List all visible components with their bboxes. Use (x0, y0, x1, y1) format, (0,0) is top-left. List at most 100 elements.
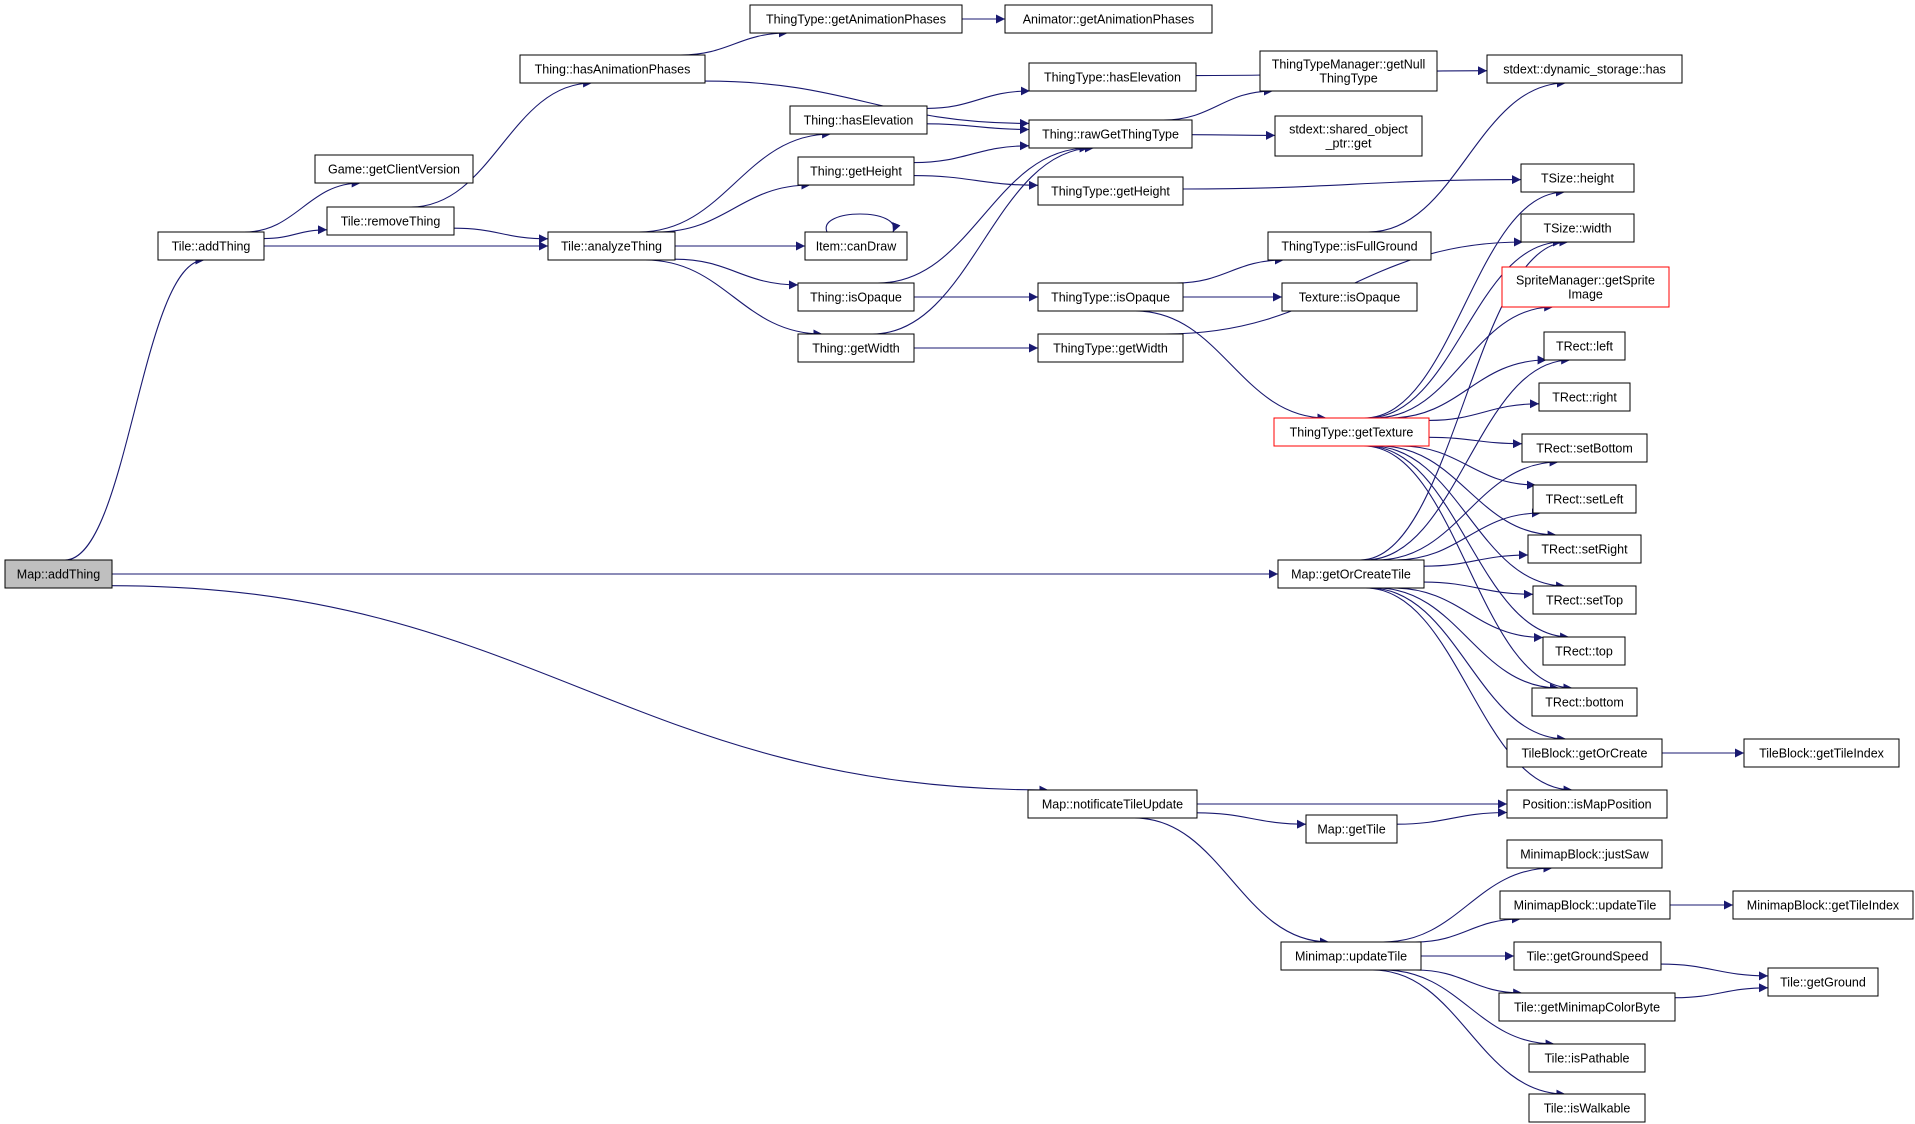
node-tile-iswalkable[interactable]: Tile::isWalkable (1528, 1093, 1646, 1123)
node-tile-getgroundspeed[interactable]: Tile::getGroundSpeed (1513, 941, 1662, 971)
node-box (1281, 282, 1418, 312)
node-trect-settop[interactable]: TRect::setTop (1532, 585, 1637, 615)
node-thingtype-isfullground[interactable]: ThingType::isFullGround (1267, 231, 1432, 261)
node-box (1532, 484, 1637, 514)
edge-thingtype-gettexture-to-trect-setleft (1400, 445, 1536, 490)
node-label: Item::canDraw (816, 240, 898, 254)
node-map-getorcreatetile[interactable]: Map::getOrCreateTile (1277, 559, 1425, 589)
node-box (4, 559, 113, 589)
node-thingtype-gettexture[interactable]: ThingType::getTexture (1273, 417, 1430, 447)
edge-tile-getminimapcolorbyte-to-tile-getground (1674, 983, 1769, 999)
node-thingtype-getwidth[interactable]: ThingType::getWidth (1037, 333, 1184, 363)
node-box (1004, 4, 1213, 34)
node-label: Tile::getGround (1780, 976, 1866, 990)
node-shared-object-ptr-get[interactable]: stdext::shared_object_ptr::get (1274, 115, 1423, 157)
node-trect-bottom[interactable]: TRect::bottom (1531, 687, 1638, 717)
edge-minimap-updatetile-to-minimapblock-updatetile (1415, 914, 1521, 943)
edge-tile-analyzething-to-thing-isopaque (674, 258, 799, 290)
node-item-candraw[interactable]: Item::canDraw (804, 231, 908, 261)
node-map-addthing[interactable]: Map::addThing (4, 559, 113, 589)
node-label: Thing::hasAnimationPhases (535, 63, 691, 77)
node-label: Map::addThing (17, 568, 100, 582)
node-box (1499, 890, 1671, 920)
node-trect-setleft[interactable]: TRect::setLeft (1532, 484, 1637, 514)
node-tileblock-getorcreate[interactable]: TileBlock::getOrCreate (1506, 738, 1663, 768)
node-thingtype-isopaque[interactable]: ThingType::isOpaque (1037, 282, 1184, 312)
node-box (1506, 839, 1663, 869)
edge-thing-getheight-to-thing-rawgetthingtype (913, 141, 1030, 164)
node-tsize-height[interactable]: TSize::height (1520, 163, 1635, 193)
node-trect-setbottom[interactable]: TRect::setBottom (1521, 433, 1648, 463)
node-thing-isopaque[interactable]: Thing::isOpaque (797, 282, 915, 312)
node-label: TRect::setLeft (1546, 493, 1624, 507)
node-minimapblock-gettileindex[interactable]: MinimapBlock::getTileIndex (1732, 890, 1914, 920)
node-label: Thing::isOpaque (810, 291, 902, 305)
node-tsize-width[interactable]: TSize::width (1520, 213, 1635, 243)
node-thing-getheight[interactable]: Thing::getHeight (797, 156, 915, 186)
node-trect-left[interactable]: TRect::left (1543, 331, 1626, 361)
edge-map-getorcreatetile-to-trect-bottom (1376, 587, 1560, 693)
node-tile-getminimapcolorbyte[interactable]: Tile::getMinimapColorByte (1498, 992, 1676, 1022)
node-game-getclientversion[interactable]: Game::getClientVersion (314, 154, 474, 184)
edge-map-getorcreatetile-to-trect-setbottom (1376, 457, 1559, 561)
edge-thingtype-getheight-to-tsize-height (1182, 175, 1522, 190)
node-label: stdext::dynamic_storage::has (1503, 63, 1666, 77)
node-label: MinimapBlock::getTileIndex (1747, 899, 1900, 913)
edge-map-notificatetileupdate-to-map-gettile (1196, 812, 1307, 829)
node-map-gettile[interactable]: Map::getTile (1305, 814, 1398, 844)
node-tile-addthing[interactable]: Tile::addThing (157, 231, 265, 261)
edge-thingtype-gettexture-to-trect-setbottom (1428, 436, 1523, 449)
node-label: TRect::right (1552, 391, 1617, 405)
node-thing-rawgetthingtype[interactable]: Thing::rawGetThingType (1028, 119, 1193, 149)
node-label: Tile::analyzeThing (561, 240, 662, 254)
node-tile-removething[interactable]: Tile::removeThing (326, 206, 455, 236)
node-thingtype-getanimationphases[interactable]: ThingType::getAnimationPhases (749, 4, 963, 34)
node-label: Thing::rawGetThingType (1042, 128, 1179, 142)
node-box (1273, 417, 1430, 447)
edge-thing-rawgetthingtype-to-shared-object-ptr-get (1191, 130, 1276, 140)
node-box (1277, 559, 1425, 589)
node-position-ismapposition[interactable]: Position::isMapPosition (1506, 789, 1668, 819)
node-tile-getground[interactable]: Tile::getGround (1767, 967, 1879, 997)
node-label: Position::isMapPosition (1522, 798, 1651, 812)
node-label: Image (1568, 288, 1603, 302)
node-trect-right[interactable]: TRect::right (1538, 382, 1631, 412)
edge-map-addthing-to-map-notificatetileupdate (111, 585, 1049, 795)
node-map-notificatetileupdate[interactable]: Map::notificateTileUpdate (1027, 789, 1198, 819)
node-minimapblock-justsaw[interactable]: MinimapBlock::justSaw (1506, 839, 1663, 869)
node-box (1520, 163, 1635, 193)
node-trect-top[interactable]: TRect::top (1542, 636, 1626, 666)
node-label: Animator::getAnimationPhases (1023, 13, 1195, 27)
edge-item-candraw-to-item-candraw (825, 213, 901, 233)
node-minimap-updatetile[interactable]: Minimap::updateTile (1280, 941, 1422, 971)
node-dynamic-storage-has[interactable]: stdext::dynamic_storage::has (1486, 54, 1683, 84)
node-label: Tile::addThing (172, 240, 251, 254)
node-minimapblock-updatetile[interactable]: MinimapBlock::updateTile (1499, 890, 1671, 920)
edge-map-getorcreatetile-to-tileblock-getorcreate (1369, 587, 1567, 744)
node-tileblock-gettileindex[interactable]: TileBlock::getTileIndex (1743, 738, 1900, 768)
node-box (1305, 814, 1398, 844)
node-thingtype-getheight[interactable]: ThingType::getHeight (1037, 176, 1184, 206)
node-thing-getwidth[interactable]: Thing::getWidth (797, 333, 915, 363)
node-label: Tile::getMinimapColorByte (1514, 1001, 1660, 1015)
node-label: stdext::shared_object (1289, 123, 1408, 137)
node-trect-setright[interactable]: TRect::setRight (1527, 534, 1642, 564)
edge-tile-addthing-to-game-getclientversion (244, 178, 361, 233)
node-label: Minimap::updateTile (1295, 950, 1407, 964)
node-box (1274, 115, 1423, 157)
edge-thingtype-gettexture-to-trect-right (1428, 399, 1540, 421)
edge-thingtype-gettexture-to-tsize-width (1366, 237, 1563, 419)
node-tile-analyzething[interactable]: Tile::analyzeThing (547, 231, 676, 261)
node-tile-ispathable[interactable]: Tile::isPathable (1528, 1043, 1646, 1073)
node-thing-haselevation[interactable]: Thing::hasElevation (789, 105, 928, 135)
node-animator-getanimationphases[interactable]: Animator::getAnimationPhases (1004, 4, 1213, 34)
node-label: Tile::removeThing (341, 215, 441, 229)
node-box (547, 231, 676, 261)
node-texture-isopaque[interactable]: Texture::isOpaque (1281, 282, 1418, 312)
node-thingtype-haselevation[interactable]: ThingType::hasElevation (1028, 62, 1197, 92)
node-thing-hasanimationphases[interactable]: Thing::hasAnimationPhases (519, 54, 706, 84)
edge-thingtype-gettexture-to-trect-top (1366, 445, 1570, 642)
node-box (797, 333, 915, 363)
